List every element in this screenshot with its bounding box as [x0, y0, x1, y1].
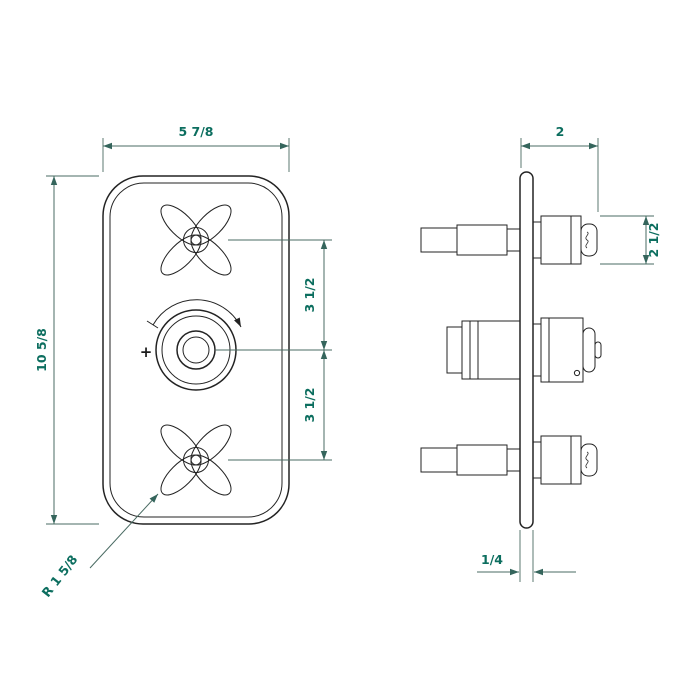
- dim-projection-label: 2: [556, 124, 565, 139]
- dim-lower-spacing-label: 3 1/2: [302, 387, 317, 422]
- knurled-adapter: [456, 224, 508, 256]
- valve-stem: [420, 227, 457, 253]
- side-assembly-bottom: [420, 435, 598, 485]
- thermostat-knob: +: [140, 299, 242, 391]
- side-assembly-top: [420, 215, 598, 265]
- stem-collar: [506, 228, 521, 252]
- side-assembly-middle: [446, 317, 602, 383]
- handle-petal: [190, 204, 232, 246]
- knob-end-cap: [582, 327, 596, 373]
- handle-hub: [183, 227, 209, 253]
- dim-corner-radius-label: R 1 5/8: [39, 552, 81, 600]
- front-view: + 5 7/8 10 5/8 3 1/2 3 1/2 R 1 5/8: [34, 124, 332, 600]
- cross-handle-top: [160, 204, 232, 276]
- dim-corner-radius: R 1 5/8: [39, 493, 159, 600]
- thermostat-stem: [446, 326, 463, 374]
- trim-plate-side-profile: [519, 171, 534, 529]
- dim-front-height: 10 5/8: [34, 175, 99, 525]
- thermostat-cartridge: [461, 320, 521, 380]
- dim-handle-spacing: 3 1/2 3 1/2: [216, 239, 332, 461]
- cross-handle-bottom: [154, 418, 238, 502]
- dim-handle-diameter-label: 2 1/2: [646, 222, 661, 257]
- arc-start-tick: [146, 320, 159, 329]
- dim-upper-spacing-label: 3 1/2: [302, 277, 317, 312]
- handle-petal: [160, 234, 202, 276]
- handle-petal: [160, 204, 202, 246]
- dim-projection: 2: [520, 124, 599, 212]
- brand-mark: [585, 231, 589, 249]
- handle-body-side: [540, 215, 582, 265]
- side-view: 2 2 1/2 1/4: [420, 124, 661, 582]
- rotation-arc-arrow: [152, 299, 242, 328]
- dim-plate-thickness-label: 1/4: [481, 552, 503, 567]
- knob-body-side: [540, 317, 584, 383]
- plus-marking: +: [140, 343, 153, 361]
- dim-handle-diameter: 2 1/2: [600, 215, 661, 265]
- handle-flange: [532, 221, 542, 259]
- override-button: [594, 341, 602, 359]
- dim-front-height-label: 10 5/8: [34, 328, 49, 372]
- detent-dot: [573, 369, 581, 377]
- dim-front-width-label: 5 7/8: [178, 124, 213, 139]
- knob-inner-ring: [176, 330, 216, 370]
- dim-plate-thickness: 1/4: [477, 530, 576, 582]
- handle-end-cap: [580, 223, 598, 257]
- dim-front-width: 5 7/8: [102, 124, 290, 172]
- knob-cap: [182, 336, 210, 364]
- handle-petal: [190, 234, 232, 276]
- knob-flange-side: [532, 323, 542, 377]
